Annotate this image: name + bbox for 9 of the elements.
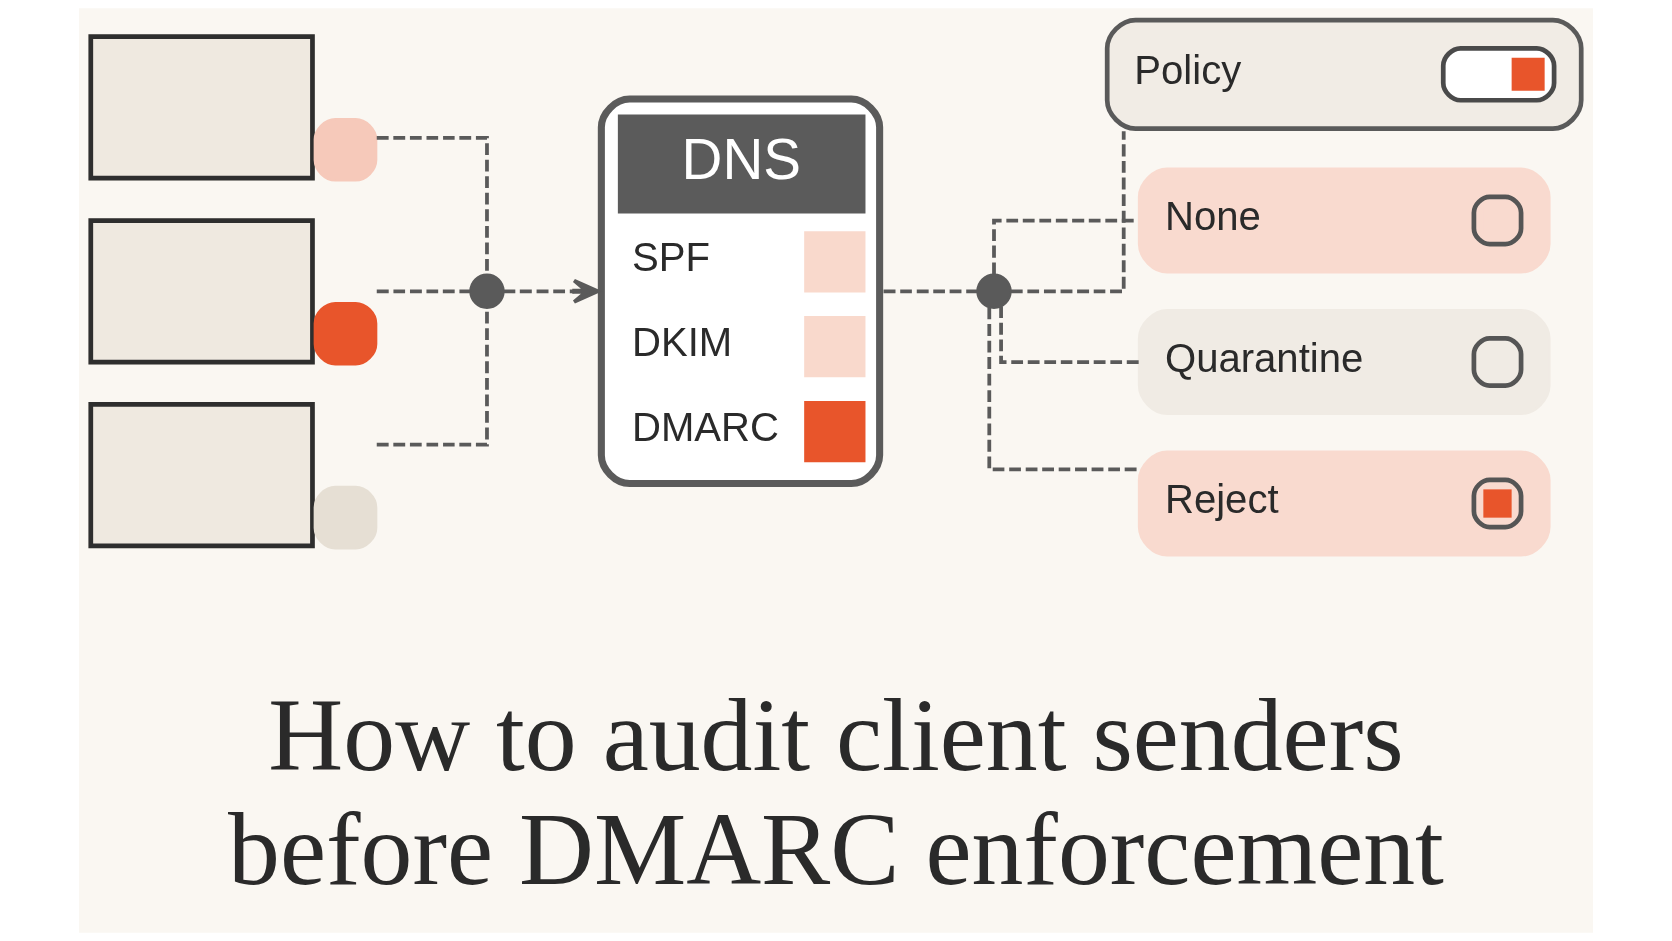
connector xyxy=(883,289,978,294)
connector xyxy=(999,306,1139,364)
node-circle xyxy=(469,273,505,309)
node-circle xyxy=(976,273,1012,309)
connector xyxy=(376,289,471,294)
connector xyxy=(987,307,1139,472)
diagram-title: How to audit client senders before DMARC enforcement xyxy=(228,678,1444,906)
connector xyxy=(1010,131,1126,294)
arrow xyxy=(503,278,600,304)
